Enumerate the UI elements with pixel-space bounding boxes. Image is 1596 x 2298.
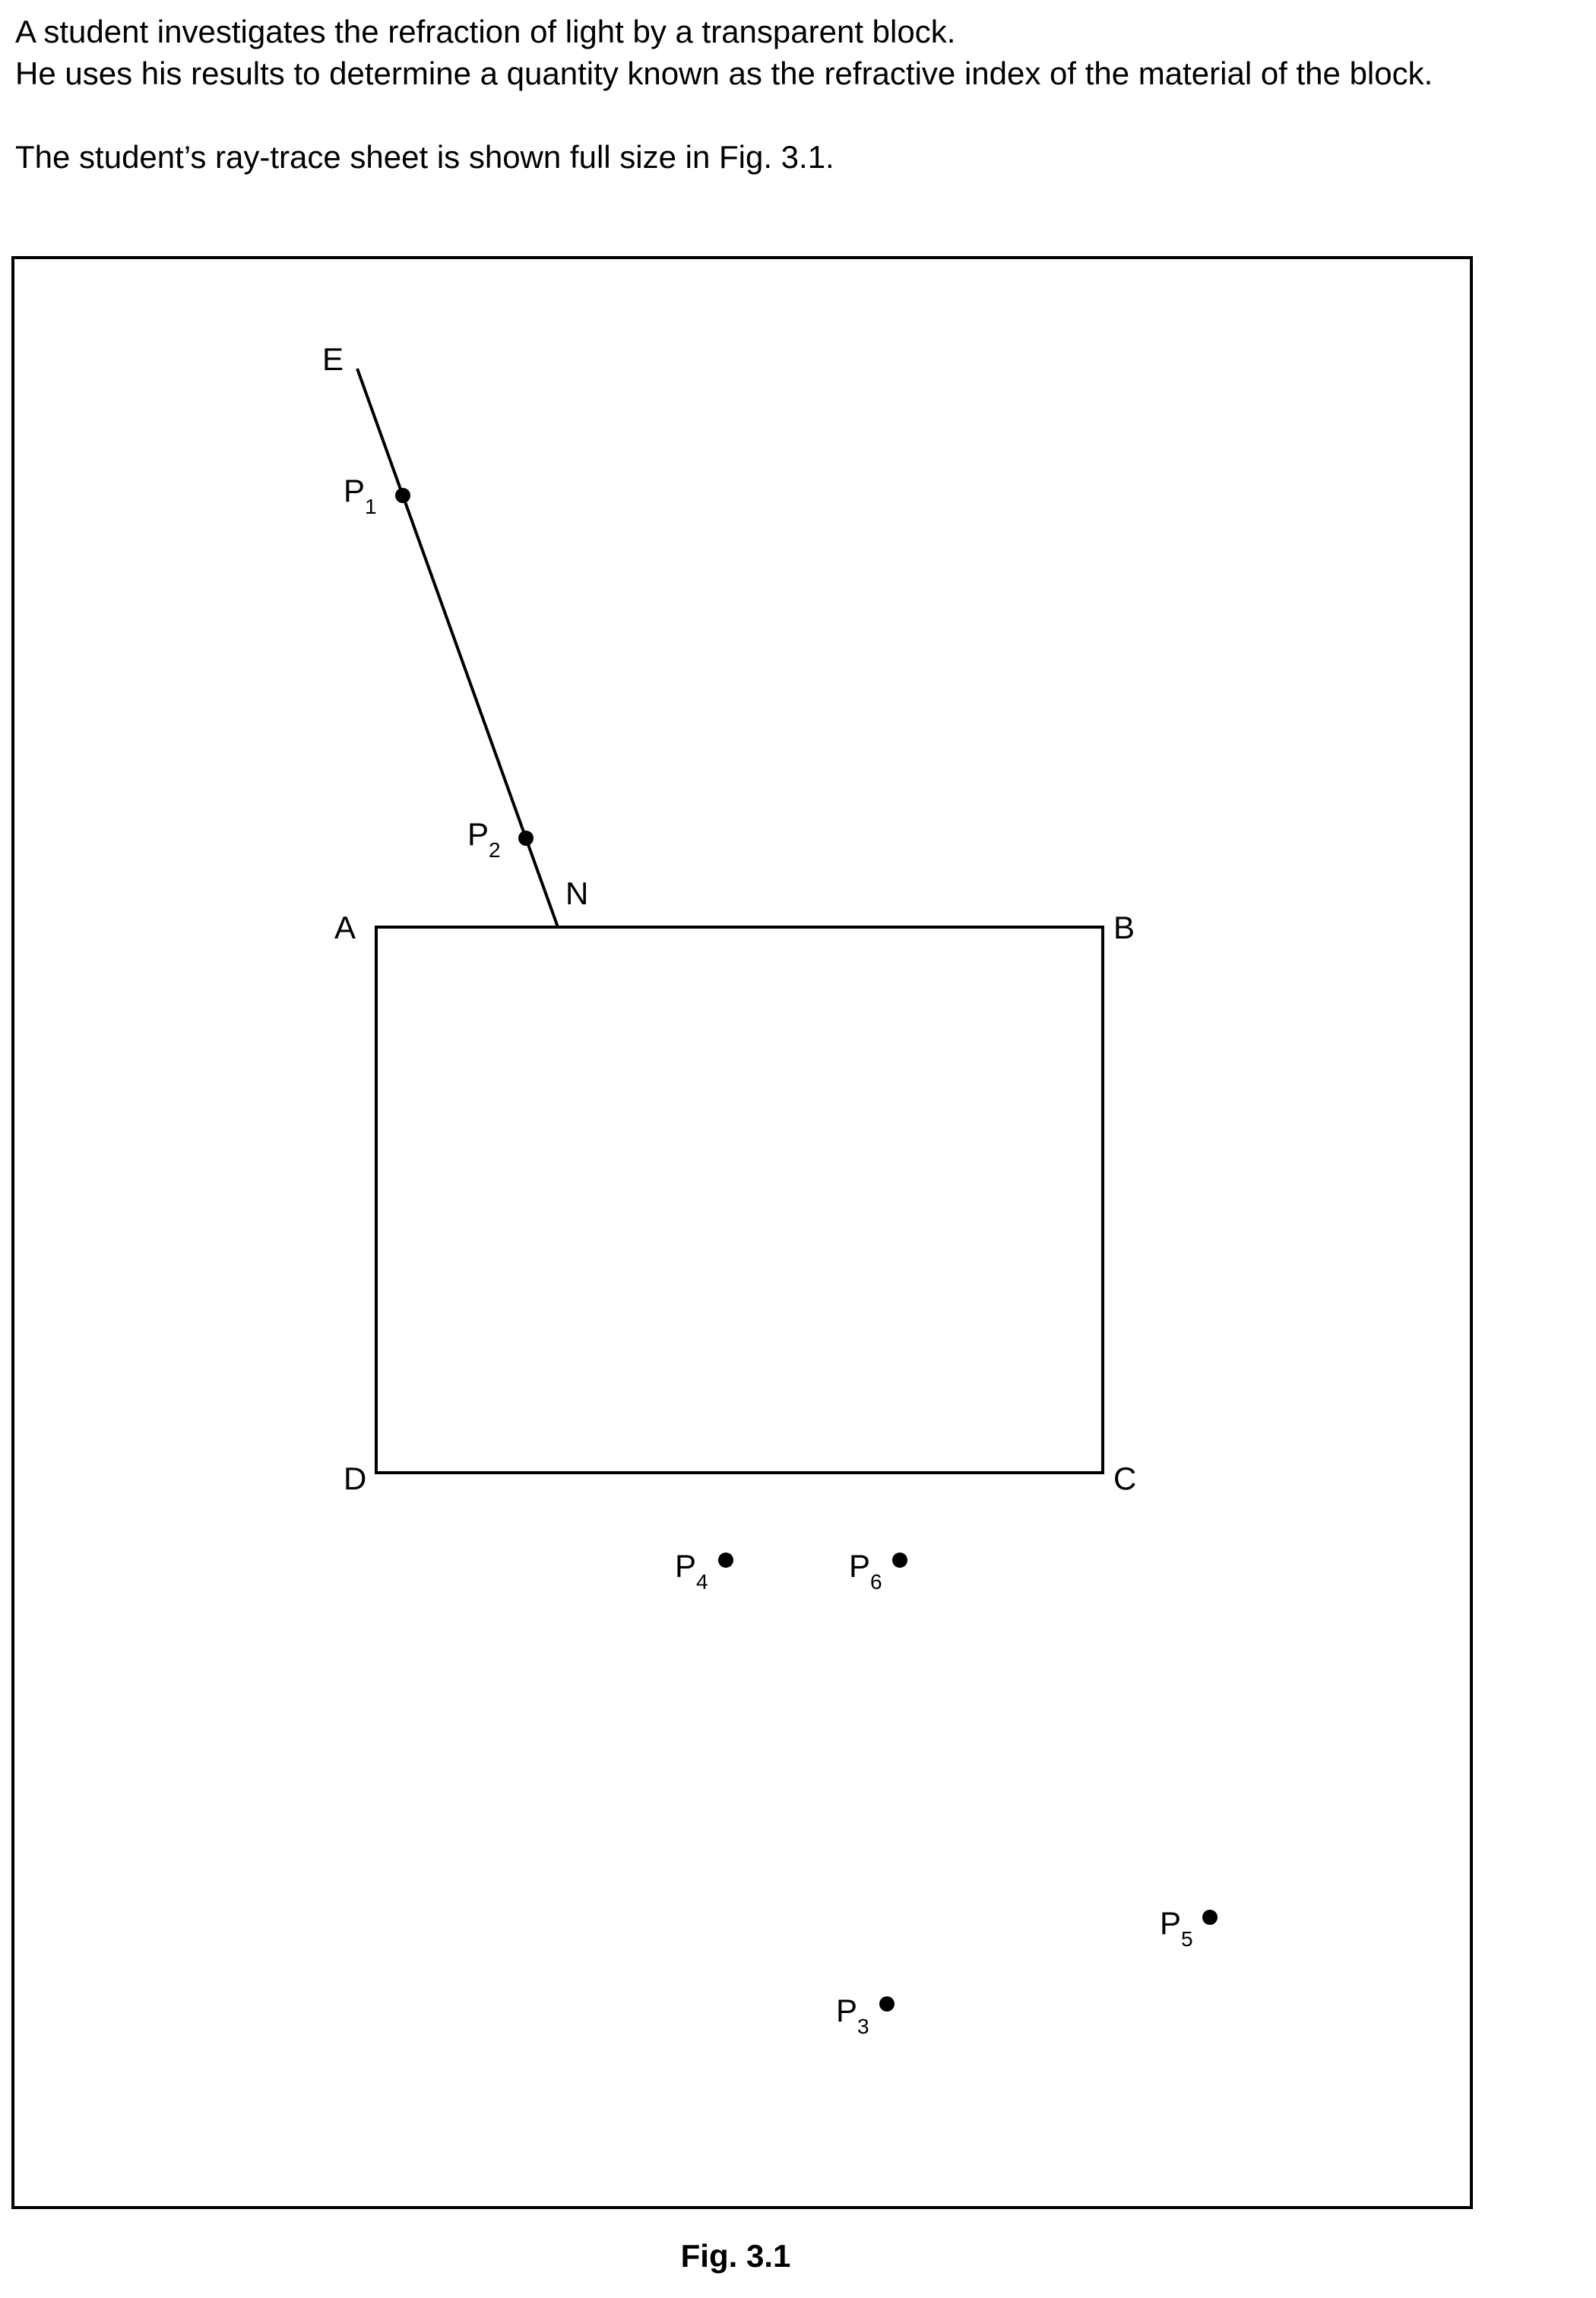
sheet-border [11, 256, 1473, 2209]
pin-dot-3 [879, 1996, 895, 2012]
pin-label-6: P6 [849, 1548, 882, 1594]
label-n: N [565, 875, 588, 911]
pin-subscript-5: 5 [1181, 1927, 1193, 1951]
pin-subscript-4: 4 [696, 1570, 708, 1594]
intro-line-3: The student’s ray-trace sheet is shown f… [15, 139, 834, 175]
pin-dot-2 [518, 831, 534, 846]
pin-dot-6 [892, 1553, 907, 1568]
pin-subscript-2: 2 [489, 838, 501, 862]
pin-subscript-6: 6 [870, 1570, 882, 1594]
question-intro: A student investigates the refraction of… [15, 11, 1535, 178]
corner-label-c: C [1113, 1461, 1136, 1496]
pin-subscript-3: 3 [857, 2015, 869, 2038]
block-outline [375, 926, 1104, 1474]
corner-label-d: D [344, 1461, 366, 1496]
label-e: E [322, 341, 344, 377]
corner-label-b: B [1113, 910, 1135, 945]
pin-label-2: P2 [467, 816, 501, 862]
pin-dot-5 [1202, 1910, 1218, 1925]
pin-dot-4 [718, 1553, 733, 1568]
pin-subscript-1: 1 [365, 495, 377, 518]
pin-label-4: P4 [675, 1548, 708, 1594]
intro-line-1: A student investigates the refraction of… [15, 14, 956, 49]
figure-caption: Fig. 3.1 [680, 2238, 791, 2274]
corner-label-a: A [334, 910, 356, 945]
intro-line-2: He uses his results to determine a quant… [15, 55, 1433, 91]
pin-label-1: P1 [344, 473, 377, 518]
pin-dot-1 [395, 488, 410, 503]
pin-label-5: P5 [1160, 1905, 1193, 1951]
pin-label-3: P3 [836, 1993, 869, 2038]
